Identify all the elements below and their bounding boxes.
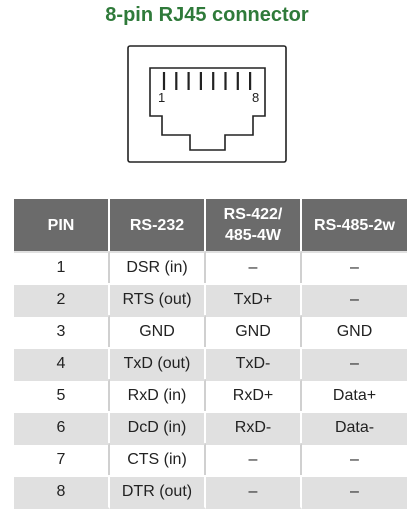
- rs485-cell: Data-: [302, 411, 407, 443]
- rs422-cell: TxD-: [206, 347, 302, 379]
- rs232-cell: DSR (in): [110, 251, 206, 283]
- table-header-row: PIN RS-232 RS-422/485-4W RS-485-2w: [14, 199, 407, 251]
- rs485-cell: –: [302, 443, 407, 475]
- pin-cell: 2: [14, 283, 110, 315]
- connector-socket: [149, 67, 266, 151]
- rj45-connector-drawing: [127, 45, 287, 163]
- rs232-cell: RxD (in): [110, 379, 206, 411]
- rs232-cell: DcD (in): [110, 411, 206, 443]
- rs485-cell: –: [302, 283, 407, 315]
- header-rs232: RS-232: [110, 199, 206, 251]
- pin-8-label: 8: [252, 90, 260, 105]
- rs232-cell: DTR (out): [110, 475, 206, 509]
- contact-pins: [162, 72, 252, 90]
- header-pin: PIN: [14, 199, 110, 251]
- rs485-cell: GND: [302, 315, 407, 347]
- pin-cell: 4: [14, 347, 110, 379]
- rs422-cell: RxD+: [206, 379, 302, 411]
- pin-1-label: 1: [158, 90, 166, 105]
- pin-cell: 3: [14, 315, 110, 347]
- rs485-cell: –: [302, 347, 407, 379]
- pin-cell: 7: [14, 443, 110, 475]
- rs422-cell: GND: [206, 315, 302, 347]
- pin-cell: 6: [14, 411, 110, 443]
- pin-cell: 1: [14, 251, 110, 283]
- rs422-cell: TxD+: [206, 283, 302, 315]
- rs485-cell: –: [302, 475, 407, 509]
- rs422-cell: –: [206, 475, 302, 509]
- pin-cell: 5: [14, 379, 110, 411]
- header-rs422-line1: RS-422/: [223, 206, 283, 223]
- header-rs485-2w: RS-485-2w: [302, 199, 407, 251]
- rs485-cell: –: [302, 251, 407, 283]
- rs422-cell: –: [206, 251, 302, 283]
- page-title: 8-pin RJ45 connector: [105, 4, 309, 26]
- pin-cell: 8: [14, 475, 110, 509]
- header-rs422-line2: 485-4W: [224, 227, 282, 244]
- rs422-cell: –: [206, 443, 302, 475]
- rs422-cell: RxD-: [206, 411, 302, 443]
- rs232-cell: TxD (out): [110, 347, 206, 379]
- rs485-cell: Data+: [302, 379, 407, 411]
- rj45-connector-diagram: 1 8: [0, 0, 414, 200]
- header-rs422-485-4w: RS-422/485-4W: [206, 199, 302, 251]
- rs232-cell: RTS (out): [110, 283, 206, 315]
- rs232-cell: GND: [110, 315, 206, 347]
- rs232-cell: CTS (in): [110, 443, 206, 475]
